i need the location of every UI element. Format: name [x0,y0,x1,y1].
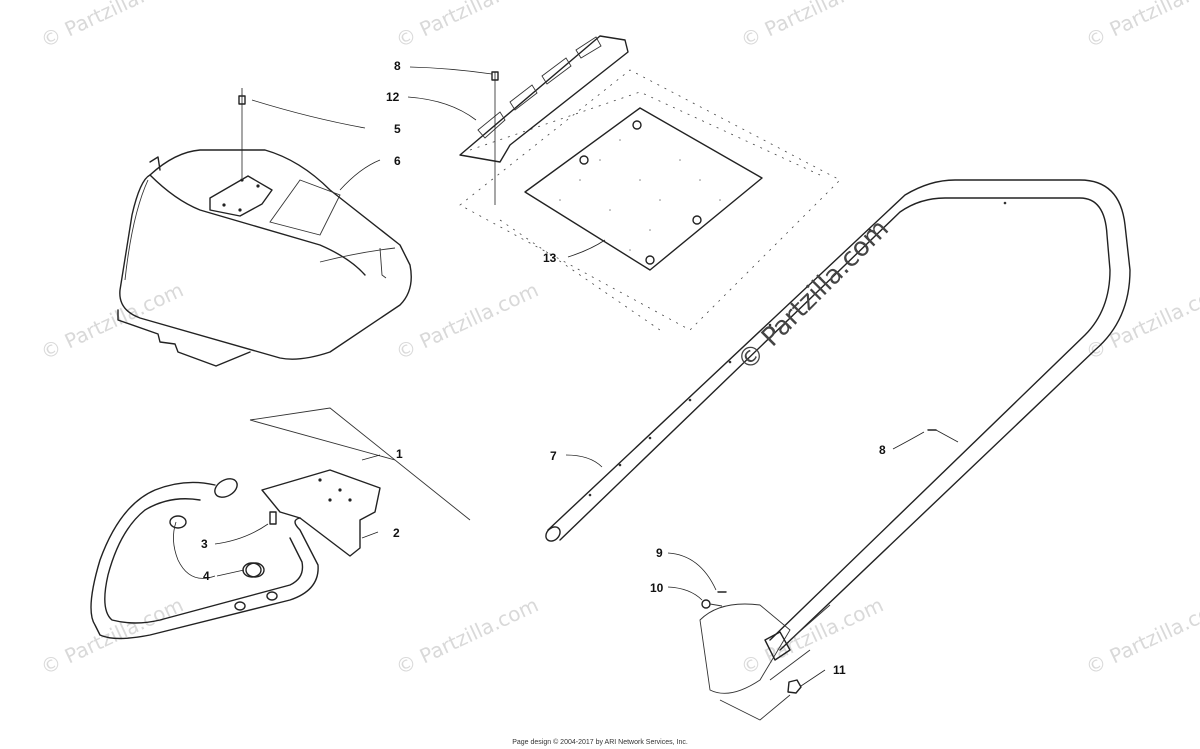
callout-9: 9 [656,546,663,560]
callout-1: 1 [396,447,403,461]
callout-11: 11 [833,663,846,677]
watermark: © Partzilla.com [737,0,887,53]
watermark: © Partzilla.com [392,0,542,53]
callout-10: 10 [650,581,664,595]
callout-labels: 1 2 3 4 5 6 7 8 8 9 10 11 12 13 [201,59,886,677]
footer-copyright: Page design © 2004-2017 by ARI Network S… [512,739,688,746]
watermark: © Partzilla.com [37,0,187,53]
callout-6: 6 [394,154,401,168]
watermark: © Partzilla.com [1082,593,1200,680]
callout-3: 3 [201,537,208,551]
callout-13: 13 [543,251,557,265]
callout-7: 7 [550,449,557,463]
watermark: © Partzilla.com [37,278,187,365]
watermark-layer: © Partzilla.com © Partzilla.com © Partzi… [37,0,1200,680]
bumper-assembly-part [90,407,471,640]
storage-bag-part [117,88,412,367]
callout-8-right: 8 [879,443,886,457]
callout-12: 12 [386,90,400,104]
watermark: © Partzilla.com [37,593,187,680]
leader-lines [173,66,925,687]
center-watermark: © Partzilla.com [732,214,895,377]
pad-texture [559,139,721,251]
watermark: © Partzilla.com [392,278,542,365]
watermark: © Partzilla.com [1082,0,1200,53]
callout-2: 2 [393,526,400,540]
watermark: © Partzilla.com [737,593,887,680]
callout-5: 5 [394,122,401,136]
callout-4: 4 [203,569,210,583]
rack-pad-part [459,35,841,331]
callout-8-top: 8 [394,59,401,73]
watermark: © Partzilla.com [392,593,542,680]
watermark: © Partzilla.com [1082,278,1200,365]
tube-frame-part [545,179,1131,721]
